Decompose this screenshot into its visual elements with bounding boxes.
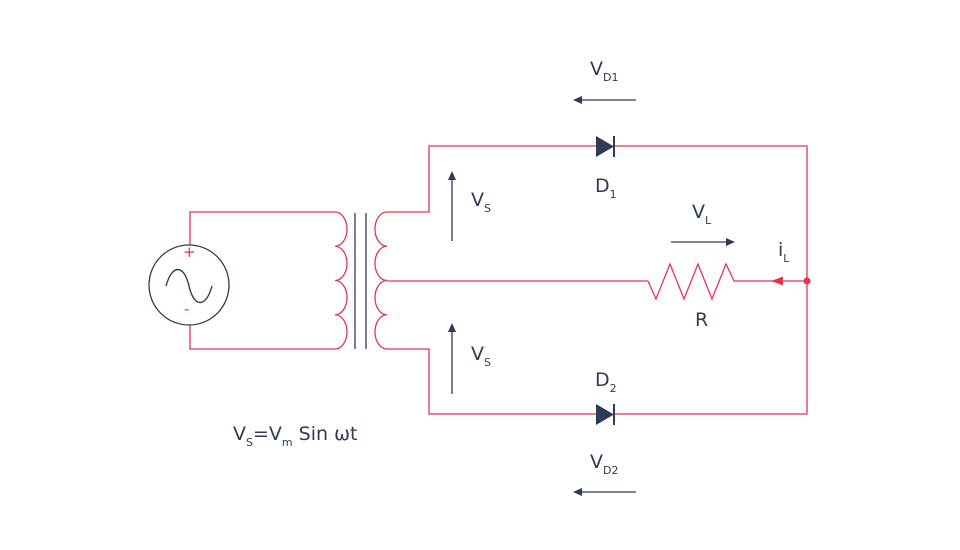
wires — [189, 145, 808, 415]
vl-arrow-head-icon — [726, 238, 735, 246]
source-minus-sign: - — [184, 300, 190, 318]
primary-bottom-wire — [189, 318, 335, 350]
voltage-arrows — [448, 96, 735, 496]
source-plus-sign: + — [183, 243, 196, 261]
vs-bottom-label: VS — [471, 343, 491, 369]
transformer-core — [354, 213, 367, 349]
bottom-branch-wire — [387, 348, 596, 415]
resistor — [647, 262, 807, 301]
top-branch-wire — [387, 145, 596, 213]
vs-top-label: VS — [471, 189, 491, 215]
vl-label: VL — [692, 201, 712, 227]
secondary-coil — [374, 211, 388, 350]
vd2-label: VD2 — [590, 451, 619, 477]
d1-label: D1 — [595, 175, 617, 201]
top-right-wire — [614, 145, 808, 281]
sine-wave-icon — [165, 268, 213, 304]
source-equation: VS=Vm Sin ωt — [233, 423, 358, 449]
primary-top-wire — [189, 211, 335, 252]
il-label: iL — [778, 239, 790, 265]
diode-d1-icon — [596, 136, 615, 157]
vs-top-arrow-head-icon — [448, 171, 456, 180]
bottom-right-wire — [614, 281, 808, 415]
diode-d2-icon — [596, 404, 615, 425]
vd1-arrow-head-icon — [573, 96, 582, 104]
d2-label: D2 — [595, 369, 617, 395]
vs-bottom-arrow-head-icon — [448, 323, 456, 332]
vd1-label: VD1 — [590, 58, 619, 84]
current-arrow-head — [771, 276, 783, 286]
primary-coil — [334, 211, 348, 350]
vd2-arrow-head-icon — [573, 488, 582, 496]
junction-node — [803, 277, 811, 285]
resistor-label: R — [695, 309, 709, 331]
